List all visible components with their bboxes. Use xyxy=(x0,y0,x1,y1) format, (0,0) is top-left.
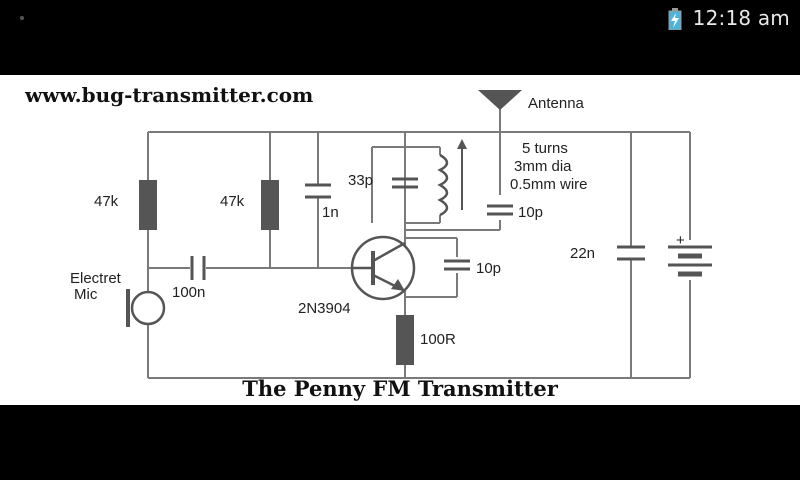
capacitor-1n xyxy=(305,183,331,199)
battery xyxy=(668,245,712,277)
notification-dot-icon xyxy=(20,16,24,20)
capacitor-33p xyxy=(392,177,418,189)
label-22n: 22n xyxy=(570,245,596,262)
image-viewer[interactable]: www.bug-transmitter.com The Penny FM Tra… xyxy=(0,75,800,405)
capacitor-10p-mid xyxy=(444,259,470,271)
coil-inductor xyxy=(437,153,449,217)
status-bar: 12:18 am xyxy=(0,0,800,38)
wires xyxy=(147,103,691,379)
resistor-47k-right xyxy=(261,180,279,230)
label-battery-plus: + xyxy=(676,232,685,249)
circuit-schematic xyxy=(126,90,712,379)
label-coil-wire: 0.5mm wire xyxy=(510,176,588,193)
label-100n: 100n xyxy=(172,284,206,301)
label-transistor: 2N3904 xyxy=(298,300,351,317)
capacitor-100n xyxy=(190,256,206,280)
label-r2: 47k xyxy=(220,193,245,210)
capacitor-22n xyxy=(617,245,645,261)
battery-charging-icon xyxy=(668,8,682,30)
capacitor-10p-top xyxy=(487,204,513,216)
transistor-2n3904 xyxy=(350,235,416,301)
label-1n: 1n xyxy=(322,204,339,221)
resistor-47k-left xyxy=(139,180,157,230)
label-coil-dia: 3mm dia xyxy=(514,158,572,175)
electret-mic xyxy=(126,289,166,327)
label-antenna: Antenna xyxy=(528,95,584,112)
antenna-symbol xyxy=(478,90,522,110)
status-clock: 12:18 am xyxy=(692,6,790,30)
label-mic-1: Electret xyxy=(70,270,121,287)
label-100r: 100R xyxy=(420,331,456,348)
label-mic-2: Mic xyxy=(74,286,98,303)
circuit-title: The Penny FM Transmitter xyxy=(242,376,558,401)
label-33p: 33p xyxy=(348,172,374,189)
site-url: www.bug-transmitter.com xyxy=(25,83,314,107)
resistor-100r xyxy=(396,315,414,365)
label-10p-mid: 10p xyxy=(476,260,502,277)
label-10p-top: 10p xyxy=(518,204,544,221)
label-coil-turns: 5 turns xyxy=(522,140,568,157)
label-r1: 47k xyxy=(94,193,119,210)
